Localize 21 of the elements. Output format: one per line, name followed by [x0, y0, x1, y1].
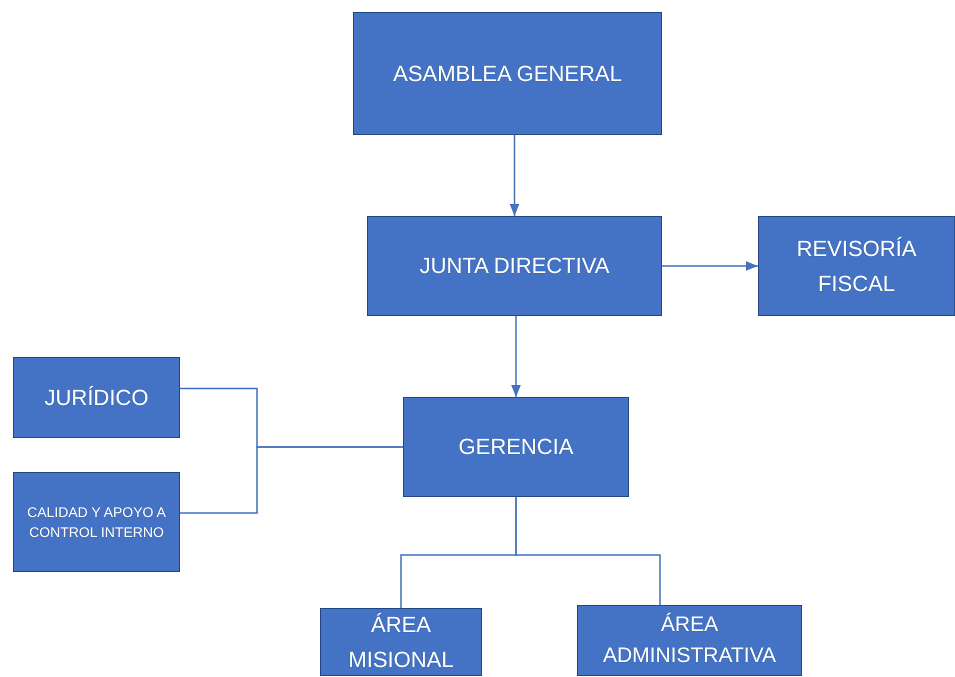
- box-label: REVISORÍA FISCAL: [796, 234, 918, 298]
- arrow: [511, 316, 521, 397]
- box-label: ÁREA MISIONAL: [347, 610, 455, 674]
- org-box: [320, 608, 482, 676]
- connector-line: [180, 446, 403, 514]
- box-label: GERENCIA: [458, 433, 574, 462]
- box-label: CALIDAD Y APOYO A CONTROL INTERNO: [26, 502, 167, 542]
- org-box: [353, 12, 662, 135]
- org-box: [13, 472, 180, 572]
- arrow: [662, 261, 758, 271]
- connector-line: [515, 497, 661, 605]
- box-label: ÁREA ADMINISTRATIVA: [602, 612, 778, 668]
- org-box: [403, 397, 629, 497]
- org-box: [758, 216, 955, 316]
- org-box: [577, 605, 802, 676]
- arrow: [510, 135, 520, 216]
- org-box: [13, 357, 180, 438]
- box-label: JURÍDICO: [44, 384, 150, 412]
- box-label: ASAMBLEA GENERAL: [392, 60, 623, 88]
- box-label: JUNTA DIRECTIVA: [418, 252, 610, 280]
- org-box: [367, 216, 662, 316]
